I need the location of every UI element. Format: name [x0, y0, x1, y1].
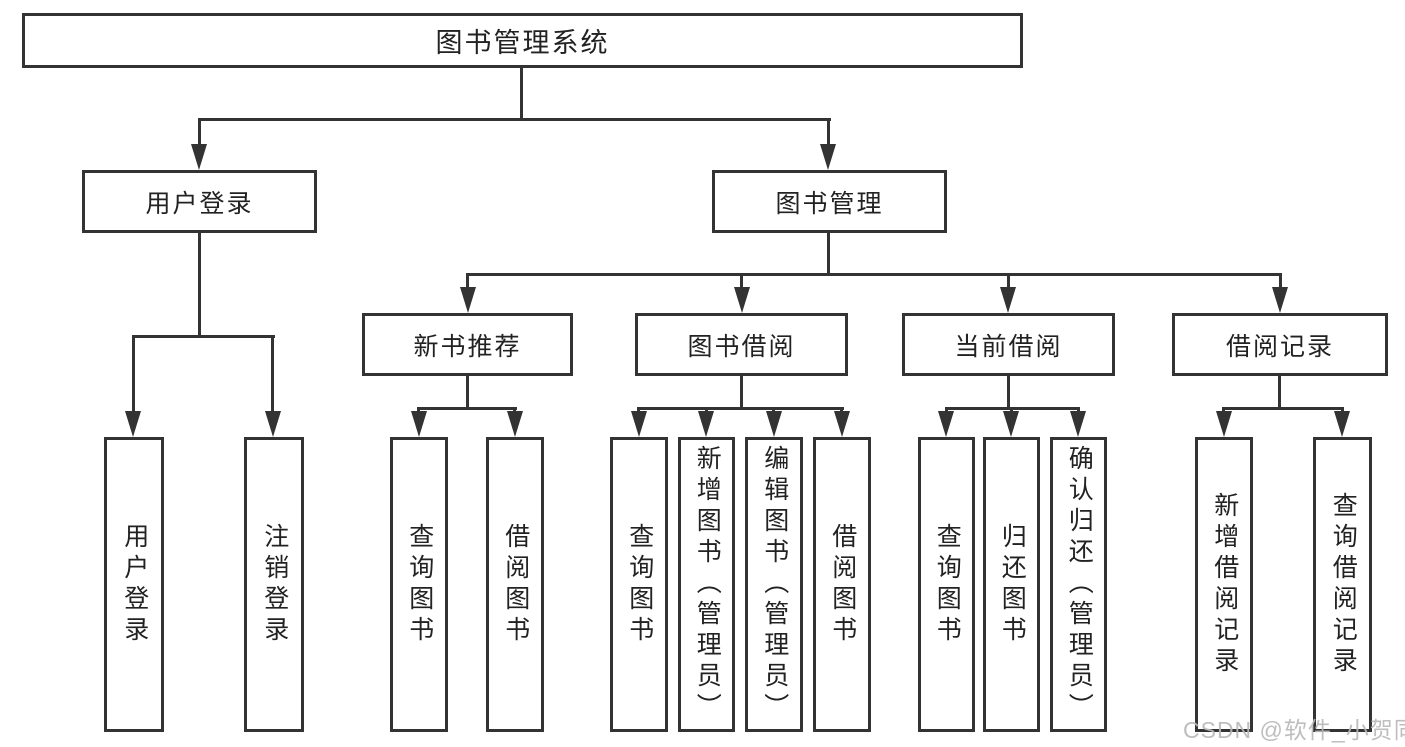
node-leaf-return-book: 归还图书 — [983, 437, 1040, 732]
node-leaf-logout: 注销登录 — [244, 437, 304, 732]
connector-line — [520, 68, 523, 120]
node-borrow-records-label: 借阅记录 — [1225, 332, 1334, 361]
connector-line — [418, 407, 517, 410]
node-book-borrow: 图书借阅 — [635, 313, 848, 376]
arrow-down-icon — [834, 411, 850, 437]
node-borrow-records: 借阅记录 — [1172, 313, 1388, 376]
node-book-borrow-label: 图书借阅 — [687, 332, 796, 361]
node-user-login: 用户登录 — [82, 170, 317, 233]
arrow-down-icon — [460, 287, 476, 313]
node-leaf-query-book-2: 查询图书 — [610, 437, 668, 732]
connector-line — [827, 233, 830, 276]
node-leaf-query-book-2-label: 查询图书 — [625, 522, 654, 647]
node-leaf-borrow-book-1: 借阅图书 — [486, 437, 544, 732]
arrow-down-icon — [125, 411, 141, 437]
node-new-book-recommend-label: 新书推荐 — [413, 332, 522, 361]
arrow-down-icon — [766, 411, 782, 437]
arrow-down-icon — [820, 144, 836, 170]
node-root-label: 图书管理系统 — [435, 28, 610, 58]
node-current-borrow: 当前借阅 — [902, 313, 1115, 376]
node-leaf-borrow-book-2: 借阅图书 — [813, 437, 871, 732]
arrow-down-icon — [734, 287, 750, 313]
connector-line — [1222, 407, 1344, 410]
arrow-down-icon — [411, 411, 427, 437]
connector-line — [827, 118, 830, 146]
arrow-down-icon — [507, 411, 523, 437]
node-leaf-add-borrow-record-label: 新增借阅记录 — [1210, 491, 1239, 678]
node-leaf-confirm-return-admin: 确认归还（管理员） — [1050, 437, 1107, 732]
node-leaf-user-login-label: 用户登录 — [120, 522, 149, 647]
connector-line — [198, 118, 201, 146]
node-leaf-logout-label: 注销登录 — [260, 522, 289, 647]
node-leaf-confirm-return-admin-label: 确认归还（管理员） — [1065, 445, 1094, 724]
connector-line — [1278, 376, 1281, 410]
node-leaf-return-book-label: 归还图书 — [998, 522, 1027, 647]
node-root: 图书管理系统 — [22, 13, 1023, 68]
arrow-down-icon — [1003, 411, 1019, 437]
arrow-down-icon — [1000, 287, 1016, 313]
node-leaf-add-borrow-record: 新增借阅记录 — [1195, 437, 1253, 732]
connector-line — [740, 273, 743, 289]
node-leaf-edit-book-admin-label: 编辑图书（管理员） — [760, 445, 789, 724]
node-leaf-edit-book-admin: 编辑图书（管理员） — [745, 437, 803, 732]
connector-line — [198, 118, 831, 121]
node-leaf-user-login: 用户登录 — [104, 437, 164, 732]
arrow-down-icon — [1070, 411, 1086, 437]
connector-line — [466, 273, 1282, 276]
node-leaf-query-book-3-label: 查询图书 — [933, 522, 962, 647]
node-new-book-recommend: 新书推荐 — [362, 313, 573, 376]
connector-line — [1007, 376, 1010, 410]
node-leaf-borrow-book-2-label: 借阅图书 — [828, 522, 857, 647]
node-book-management: 图书管理 — [712, 170, 947, 233]
node-leaf-query-borrow-record: 查询借阅记录 — [1313, 437, 1372, 732]
arrow-down-icon — [1216, 411, 1232, 437]
connector-line — [271, 335, 274, 413]
connector-line — [1279, 273, 1282, 289]
connector-line — [132, 335, 135, 413]
arrow-down-icon — [191, 144, 207, 170]
node-leaf-add-book-admin: 新增图书（管理员） — [678, 437, 735, 732]
arrow-down-icon — [631, 411, 647, 437]
node-user-login-label: 用户登录 — [145, 189, 254, 218]
arrow-down-icon — [698, 411, 714, 437]
arrow-down-icon — [1334, 411, 1350, 437]
connector-line — [466, 376, 469, 410]
connector-line — [1007, 273, 1010, 289]
node-book-management-label: 图书管理 — [775, 189, 884, 218]
arrow-down-icon — [265, 411, 281, 437]
connector-line — [198, 233, 201, 338]
node-leaf-query-book-1-label: 查询图书 — [405, 522, 434, 647]
node-leaf-query-book-3: 查询图书 — [918, 437, 975, 732]
arrow-down-icon — [938, 411, 954, 437]
node-leaf-borrow-book-1-label: 借阅图书 — [501, 522, 530, 647]
connector-line — [740, 376, 743, 410]
connector-line — [637, 407, 844, 410]
node-current-borrow-label: 当前借阅 — [954, 332, 1063, 361]
csdn-watermark: CSDN @软件_小贺同学 — [1183, 717, 1405, 743]
arrow-down-icon — [1272, 287, 1288, 313]
node-leaf-add-book-admin-label: 新增图书（管理员） — [693, 445, 722, 724]
node-leaf-query-borrow-record-label: 查询借阅记录 — [1329, 491, 1358, 678]
connector-line — [466, 273, 469, 289]
connector-line — [132, 335, 275, 338]
node-leaf-query-book-1: 查询图书 — [390, 437, 448, 732]
